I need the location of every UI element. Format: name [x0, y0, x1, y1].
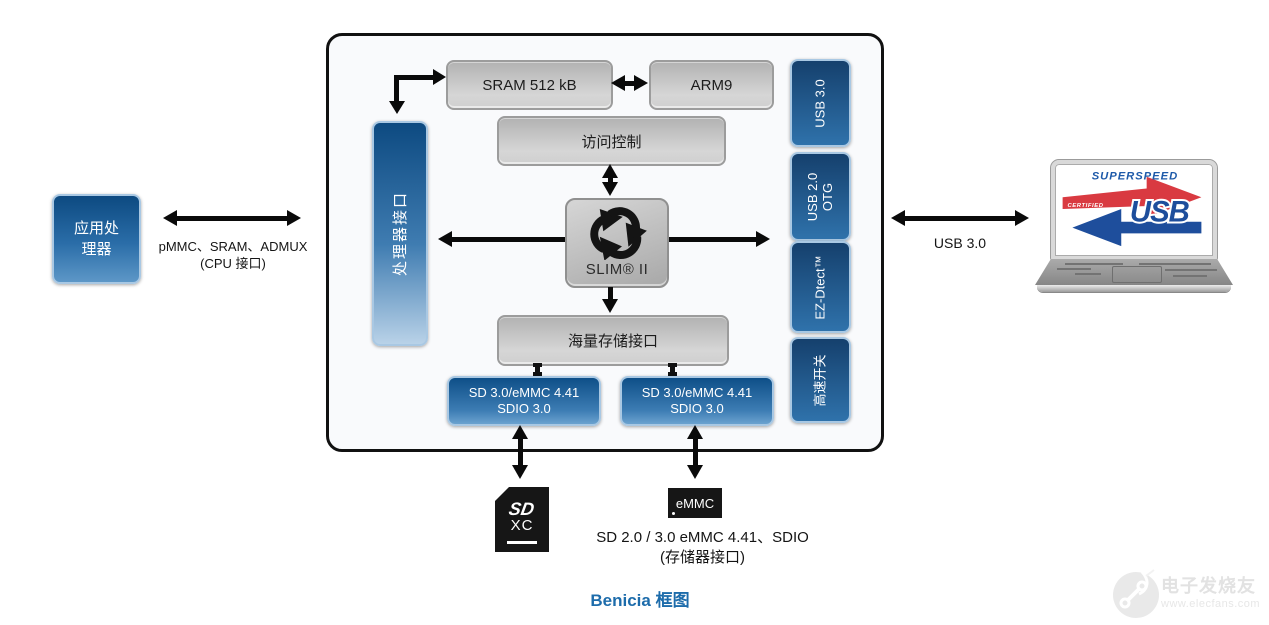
usb3-port-label: USB 3.0: [812, 78, 828, 128]
arm9-label: ARM9: [690, 76, 733, 94]
access-control-label: 访问控制: [581, 133, 642, 151]
watermark-url: www.elecfans.com: [1161, 598, 1261, 610]
hs-switch-port-box: 高速开关: [790, 337, 851, 423]
sdxc-sd-text: SD: [507, 499, 537, 519]
storage-interface-line2: (存储器接口): [660, 549, 745, 566]
watermark-name: 电子发烧友: [1161, 576, 1256, 596]
hs-switch-port-label: 高速开关: [812, 353, 828, 407]
slim-storage-arrow: [602, 287, 618, 313]
elbow-arrow-horizontal: [394, 75, 434, 80]
sd-port-left-box: SD 3.0/eMMC 4.41 SDIO 3.0: [447, 376, 601, 426]
sram-box: SRAM 512 kB: [446, 60, 613, 110]
logo-certified-text: CERTIFIED: [1068, 203, 1104, 209]
sd-port-right-line2: SDIO 3.0: [670, 401, 724, 416]
elecfans-watermark-text: 电子发烧友 www.elecfans.com: [1161, 572, 1266, 610]
mass-storage-box: 海量存储接口: [497, 315, 729, 366]
slim-switch-box: SLIM® II: [565, 198, 669, 288]
elbow-arrow-vertical: [394, 77, 399, 103]
laptop-screen: SUPERSPEED CERTIFIED USB: [1050, 159, 1218, 261]
access-slim-arrow: [602, 164, 618, 196]
arm9-box: ARM9: [649, 60, 774, 110]
sd-port-right-box: SD 3.0/eMMC 4.41 SDIO 3.0: [620, 376, 774, 426]
cpu-bus-label: pMMC、SRAM、ADMUX (CPU 接口): [128, 238, 338, 272]
ez-dtect-port-label: EZ-Dtect™: [813, 254, 829, 320]
sram-label: SRAM 512 kB: [482, 76, 577, 94]
sd-port-left-line2: SDIO 3.0: [497, 401, 551, 416]
usb3-bus-label: USB 3.0: [933, 235, 987, 251]
slim-triskelion-icon: [590, 207, 647, 260]
access-control-box: 访问控制: [497, 116, 726, 166]
app-processor-box: 应用处 理器: [52, 194, 141, 284]
emmc-chip-icon: eMMC: [668, 488, 722, 518]
sdxc-arrow: [512, 425, 528, 479]
cpu-bus-label-line2: (CPU 接口): [200, 256, 266, 271]
usb2-otg-port-box: USB 2.0 OTG: [790, 152, 851, 241]
sd-port-right-line1: SD 3.0/eMMC 4.41: [641, 385, 753, 400]
emmc-label: eMMC: [675, 495, 715, 511]
sdxc-underline: [507, 541, 537, 544]
sd-right-connector: [668, 363, 677, 376]
elecfans-watermark-icon: [1113, 569, 1159, 618]
processor-interface-box: 处理器接口: [372, 121, 428, 346]
logo-usb-text: USB: [1130, 196, 1190, 229]
usb2-otg-port-label: USB 2.0 OTG: [805, 172, 836, 221]
cpu-bus-label-line1: pMMC、SRAM、ADMUX: [158, 239, 308, 254]
superspeed-usb-logo: SUPERSPEED CERTIFIED USB: [1062, 171, 1202, 247]
laptop-trackpad: [1112, 266, 1162, 283]
laptop-illustration: SUPERSPEED CERTIFIED USB: [1035, 159, 1233, 294]
sd-port-right-label: SD 3.0/eMMC 4.41 SDIO 3.0: [642, 385, 753, 417]
ez-dtect-port-box: EZ-Dtect™: [790, 241, 851, 333]
storage-interface-label: SD 2.0 / 3.0 eMMC 4.41、SDIO (存储器接口): [560, 528, 845, 568]
diagram-caption: Benicia 框图: [590, 591, 690, 610]
cpu-bus-arrow: [163, 210, 301, 226]
sdxc-xc-text: XC: [510, 517, 534, 534]
elbow-arrow-head-down: [389, 101, 405, 114]
mass-storage-label: 海量存储接口: [567, 333, 658, 350]
processor-interface-label: 处理器接口: [391, 190, 409, 277]
elbow-arrow-head-right: [433, 69, 446, 85]
slim-label: SLIM® II: [585, 261, 649, 278]
usb3-bus-arrow: [891, 210, 1029, 226]
sd-port-left-line1: SD 3.0/eMMC 4.41: [468, 385, 580, 400]
emmc-arrow: [687, 425, 703, 479]
usb3-port-box: USB 3.0: [790, 59, 851, 147]
sram-arm-arrow: [611, 75, 648, 91]
sdxc-card-icon: SD XC: [495, 487, 549, 552]
logo-superspeed-text: SUPERSPEED: [1092, 171, 1178, 183]
app-processor-label: 应用处 理器: [73, 220, 119, 258]
sd-left-connector: [533, 363, 542, 376]
laptop-base-edge: [1037, 285, 1231, 292]
sd-port-left-label: SD 3.0/eMMC 4.41 SDIO 3.0: [469, 385, 580, 417]
laptop-keyboard: [1035, 259, 1233, 285]
storage-interface-line1: SD 2.0 / 3.0 eMMC 4.41、SDIO: [596, 529, 809, 546]
